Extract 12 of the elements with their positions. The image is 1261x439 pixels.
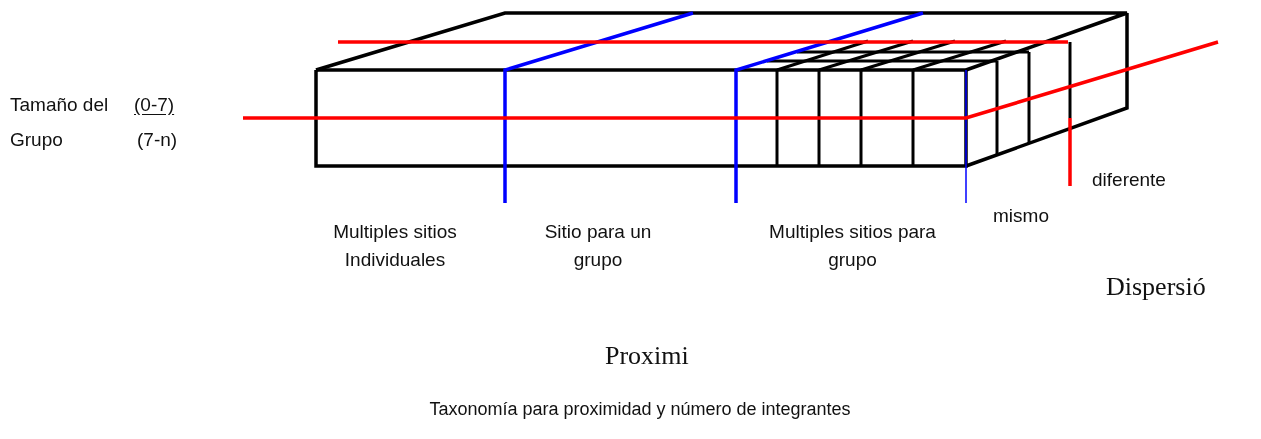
category-label: Multiples sitios para grupo (768, 220, 937, 272)
range-label: (0-7) (134, 93, 175, 117)
caption: Taxonomía para proximidad y número de integrantes (428, 398, 852, 421)
category-label: Multiples sitios Individuales (332, 220, 458, 272)
axis-title: Proximi (605, 340, 689, 372)
axis-title: Dispersió (1106, 271, 1206, 303)
axis-label: Tamaño del (10, 93, 109, 117)
range-label: (7-n) (137, 128, 178, 152)
category-label: Sitio para un grupo (543, 220, 653, 272)
axis-label: Grupo (10, 128, 63, 152)
category-label: diferente (1092, 168, 1166, 192)
category-label: mismo (993, 204, 1049, 228)
